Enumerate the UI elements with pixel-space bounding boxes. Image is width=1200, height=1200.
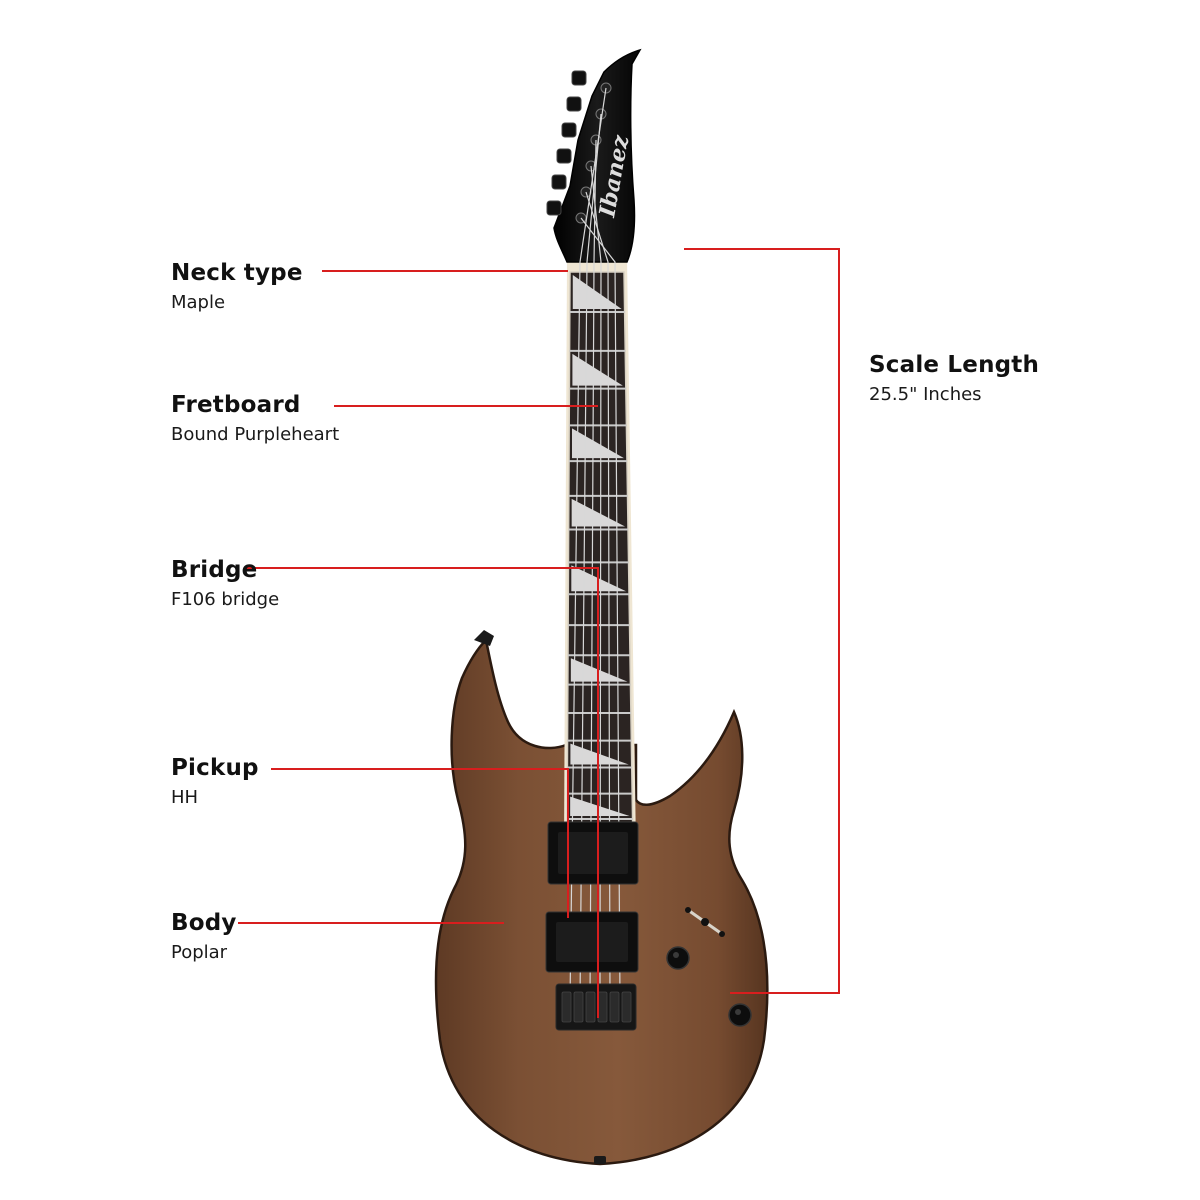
guitar-bridge bbox=[555, 983, 637, 1031]
guitar-strings bbox=[569, 87, 621, 1001]
tuning-peg-icon bbox=[556, 148, 572, 164]
tuning-peg-icon bbox=[571, 70, 587, 86]
inlay-shark-tooth bbox=[570, 743, 629, 765]
bridge-pickup bbox=[545, 911, 639, 973]
spec-fretboard: Fretboard Bound Purpleheart bbox=[171, 391, 339, 447]
spec-title: Fretboard bbox=[171, 392, 301, 418]
inlay-shark-tooth bbox=[570, 658, 628, 682]
spec-title: Body bbox=[171, 910, 237, 936]
inlay-shark-tooth bbox=[572, 275, 622, 309]
spec-title: Scale Length bbox=[869, 352, 1040, 378]
inlay-shark-tooth bbox=[572, 353, 623, 386]
control-knob-icon bbox=[666, 946, 690, 970]
guitar-string bbox=[569, 87, 607, 1001]
strap-button-icon bbox=[474, 630, 494, 646]
control-knob-icon bbox=[728, 1003, 752, 1027]
spec-body: Body Poplar bbox=[171, 909, 237, 965]
humbucker-pickup-icon bbox=[556, 922, 628, 962]
spec-title: Pickup bbox=[171, 755, 259, 781]
callout-scale-line bbox=[684, 248, 840, 994]
pickup-selector-switch bbox=[685, 907, 725, 937]
spec-scale-length: Scale Length 25.5" Inches bbox=[869, 351, 1039, 407]
spec-bridge: Bridge F106 bridge bbox=[171, 556, 279, 612]
bridge-saddle bbox=[609, 991, 620, 1023]
tuning-pegs bbox=[546, 70, 612, 224]
bridge-saddle bbox=[573, 991, 584, 1023]
bridge-saddle bbox=[597, 991, 608, 1023]
spec-value: Maple bbox=[171, 292, 226, 313]
spec-pickup: Pickup HH bbox=[171, 754, 259, 810]
bridge-saddle bbox=[621, 991, 632, 1023]
callout-bridge-line bbox=[244, 567, 599, 1018]
spec-value: Bound Purpleheart bbox=[171, 424, 340, 445]
spec-title: Bridge bbox=[171, 557, 258, 583]
guitar-string bbox=[589, 139, 597, 1001]
spec-value: Poplar bbox=[171, 942, 228, 963]
bridge-icon bbox=[561, 991, 632, 1023]
guitar-body bbox=[434, 637, 769, 1166]
tuning-peg-icon bbox=[551, 174, 567, 190]
guitar-string bbox=[579, 113, 602, 1001]
spec-value: HH bbox=[171, 787, 199, 808]
bridge-saddle bbox=[561, 991, 572, 1023]
callout-pickup-line bbox=[271, 768, 569, 918]
callout-lines bbox=[238, 248, 840, 1018]
spec-value: F106 bridge bbox=[171, 589, 280, 610]
spec-value: 25.5" Inches bbox=[869, 384, 982, 405]
bridge-saddle bbox=[585, 991, 596, 1023]
humbucker-pickup-icon bbox=[558, 832, 628, 874]
tuning-peg-icon bbox=[566, 96, 582, 112]
guitar-string bbox=[590, 165, 602, 1001]
spec-neck-type: Neck type Maple bbox=[171, 259, 303, 315]
tuning-peg-icon bbox=[546, 200, 562, 216]
strap-button-icon bbox=[594, 1156, 606, 1164]
guitar-string bbox=[580, 217, 621, 1001]
tuning-peg-icon bbox=[561, 122, 577, 138]
spec-title: Neck type bbox=[171, 260, 303, 286]
neck-pickup bbox=[547, 821, 639, 885]
guitar-string bbox=[585, 191, 611, 1001]
